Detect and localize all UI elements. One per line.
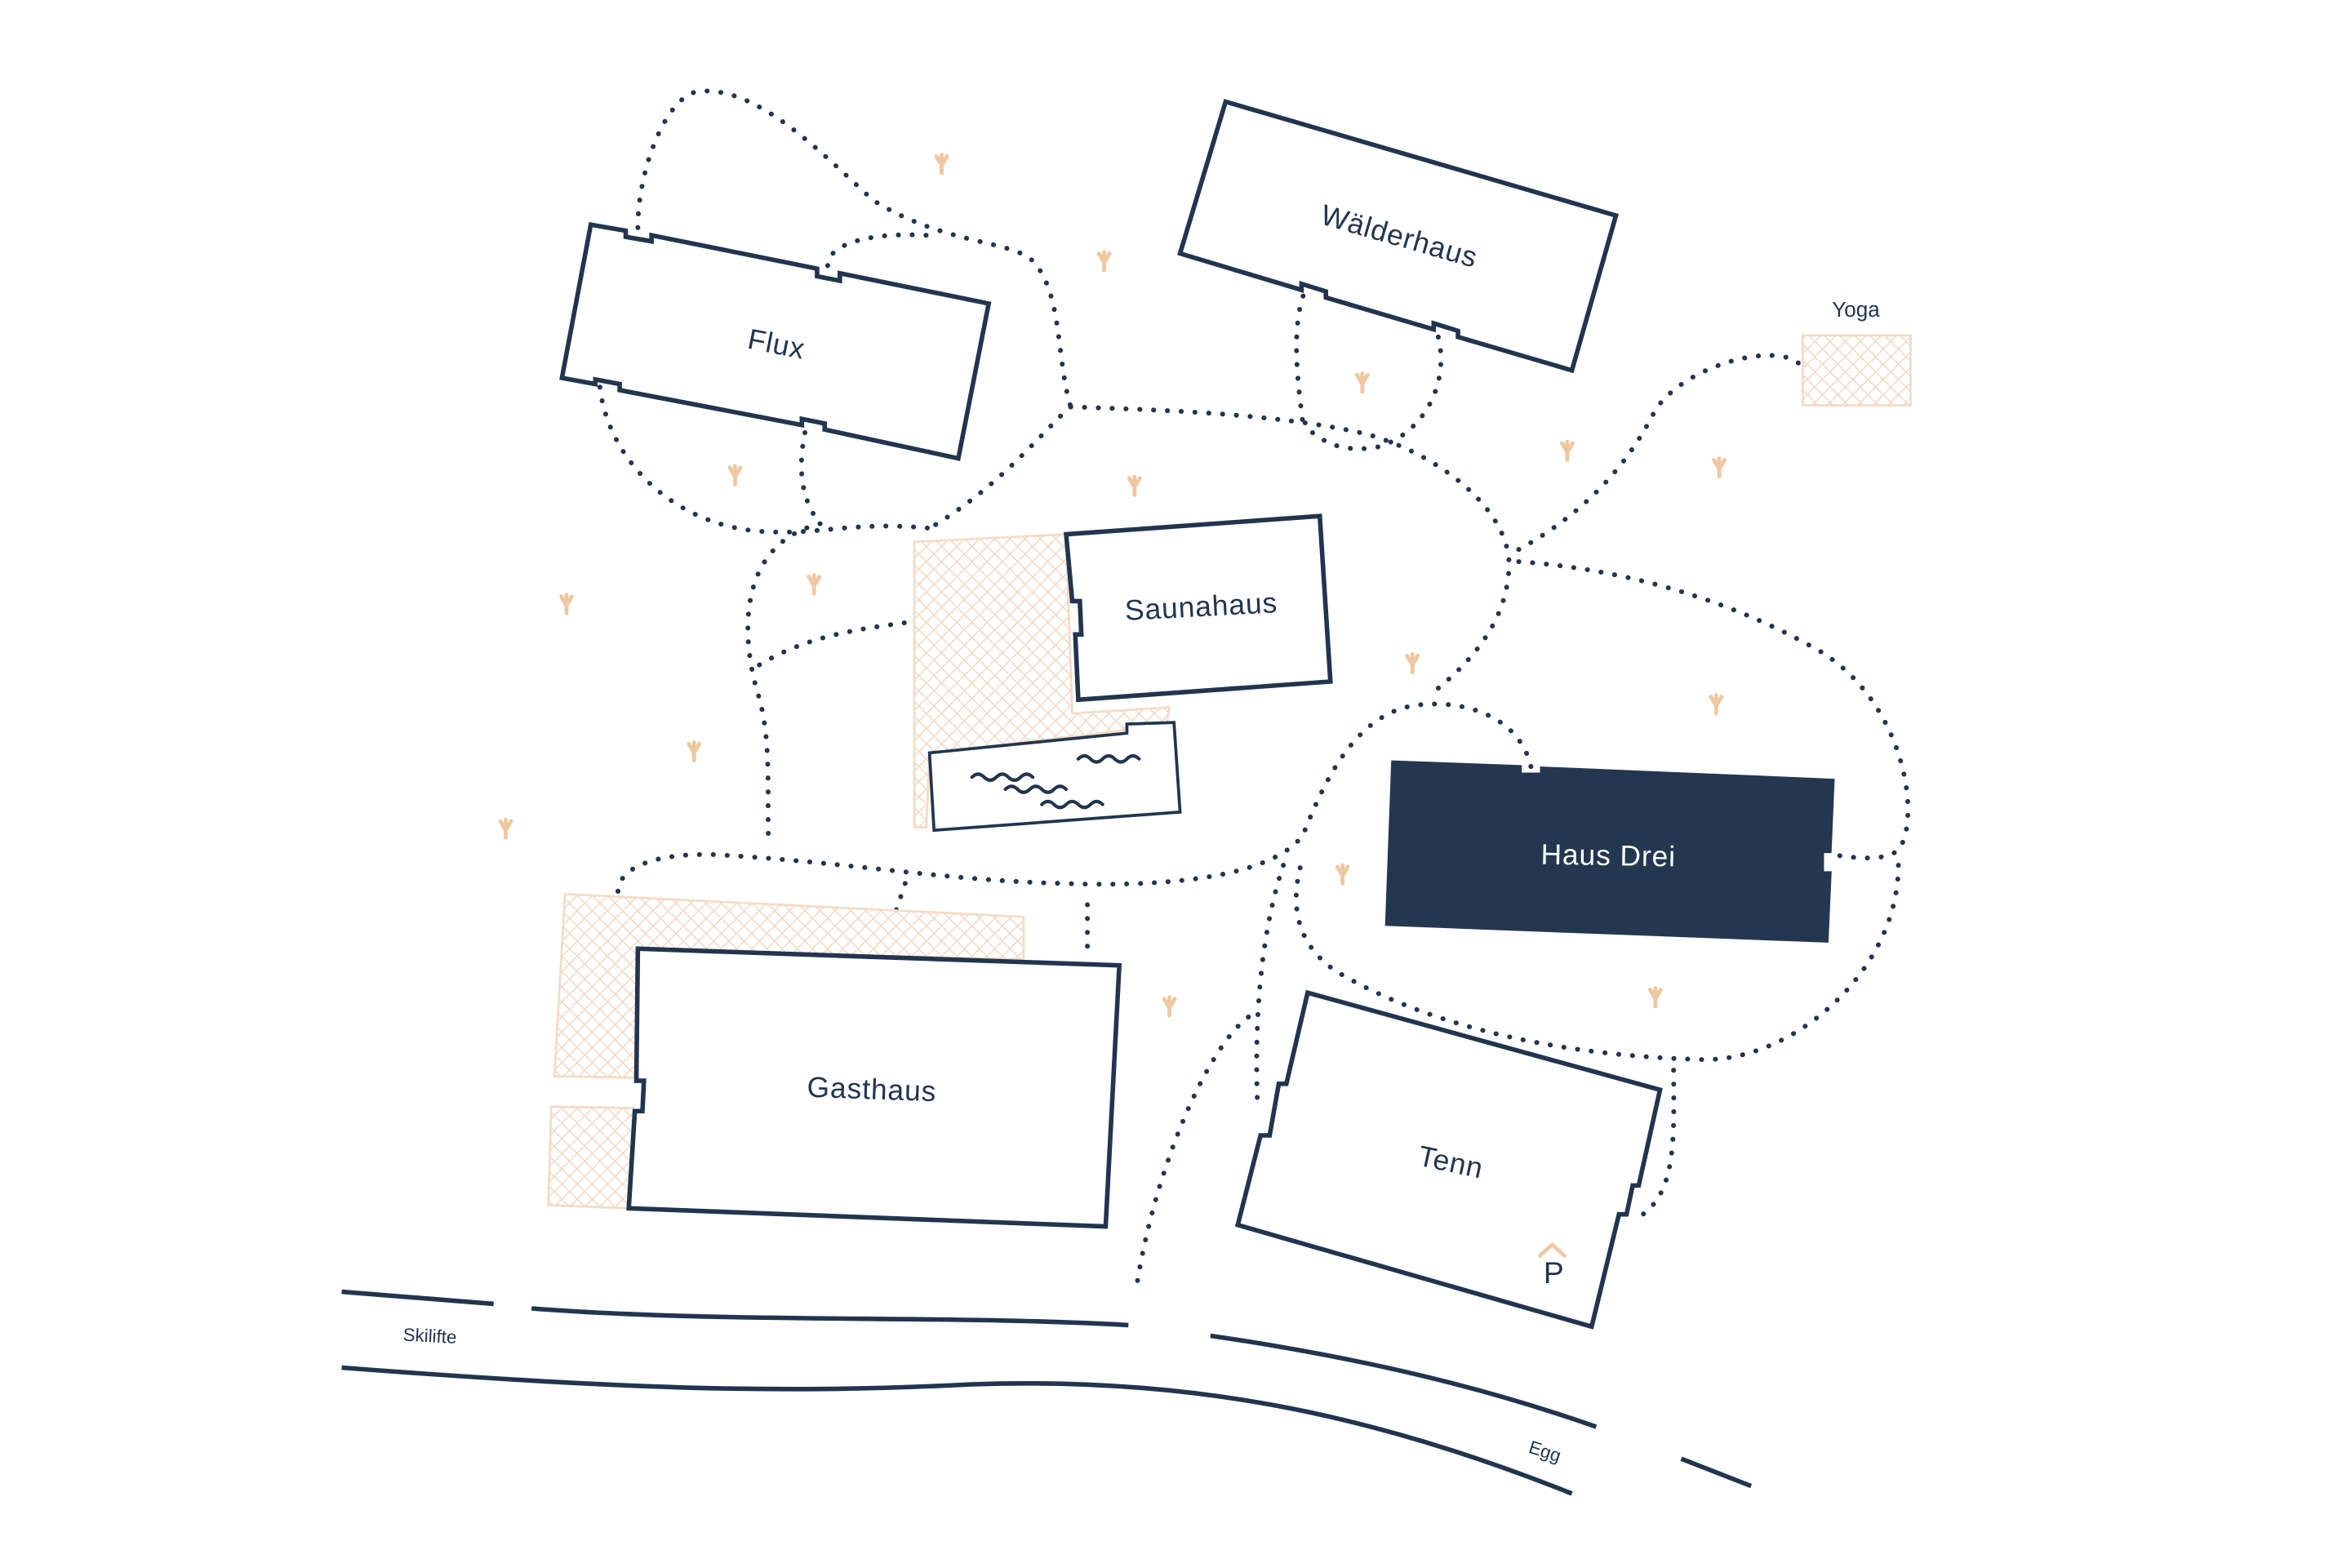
building-outline [1384,760,1835,943]
road-label-skilifte: Skilifte [402,1325,457,1348]
footpath [1068,404,1512,694]
building-outline [1234,989,1663,1330]
footpath [893,881,908,913]
building-tenn[interactable]: Tenn P [1234,989,1663,1330]
pool-wave [1076,754,1141,764]
building-haus-drei[interactable]: Haus Drei [1384,760,1835,943]
footpath [1254,863,1287,1108]
trees [498,153,1727,1018]
pool-wave [1003,784,1069,794]
road-edge [1680,1456,1753,1489]
building-waelderhaus[interactable]: Wälderhaus [1177,99,1619,374]
road-label-egg: Egg [1527,1437,1563,1466]
footpath [1294,293,1306,428]
tree-icon [1127,474,1142,497]
yoga-area [1801,334,1912,406]
road-edge [341,1365,1573,1496]
footpath [824,232,929,269]
tree-icon [727,464,743,486]
tree-icon [934,153,949,175]
pool-wave [970,772,1035,782]
parking-roof [1537,1242,1567,1259]
yoga-label: Yoga [1832,297,1880,322]
footpath [927,404,1073,531]
tree-icon [1354,371,1370,394]
tree-icon [1647,986,1663,1009]
building-outline [1177,99,1619,374]
footpath [616,701,1534,899]
tree-icon [1712,456,1727,479]
tree-icon [807,573,822,596]
pool-wave [1040,799,1104,810]
footpaths [597,88,1911,1293]
footpath [757,620,911,668]
building-outline [1064,513,1333,703]
roads [341,1289,1753,1496]
parking-label: P [1544,1255,1564,1290]
building-flux[interactable]: Flux [559,222,992,461]
footpath [1133,1014,1251,1293]
building-gasthaus[interactable]: Gasthaus [626,946,1122,1229]
footpath [1516,353,1802,553]
tree-icon [1560,439,1575,462]
road-edge [531,1306,1129,1328]
footpath [1300,334,1444,451]
terraces [547,334,1912,1210]
tree-icon [1162,995,1177,1018]
tree-icon [559,593,574,615]
building-label: Gasthaus [807,1072,937,1108]
parking-icon: P [1537,1242,1567,1290]
pool [927,721,1182,833]
tree-icon [1096,250,1112,273]
building-outline [626,946,1122,1229]
road-edge [341,1289,494,1307]
tree-icon [1405,652,1420,675]
terrace-area [547,1105,635,1210]
tree-icon [498,817,513,840]
pool-icon [927,721,1182,833]
building-label: Haus Drei [1540,839,1676,873]
tree-icon [1709,693,1724,716]
tree-icon [1335,863,1350,886]
footpath [798,430,823,526]
building-saunahaus[interactable]: Saunahaus [1064,513,1333,703]
footpath [745,521,823,846]
building-outline [559,222,992,461]
tree-icon [687,740,702,763]
road-edge [1210,1333,1598,1429]
